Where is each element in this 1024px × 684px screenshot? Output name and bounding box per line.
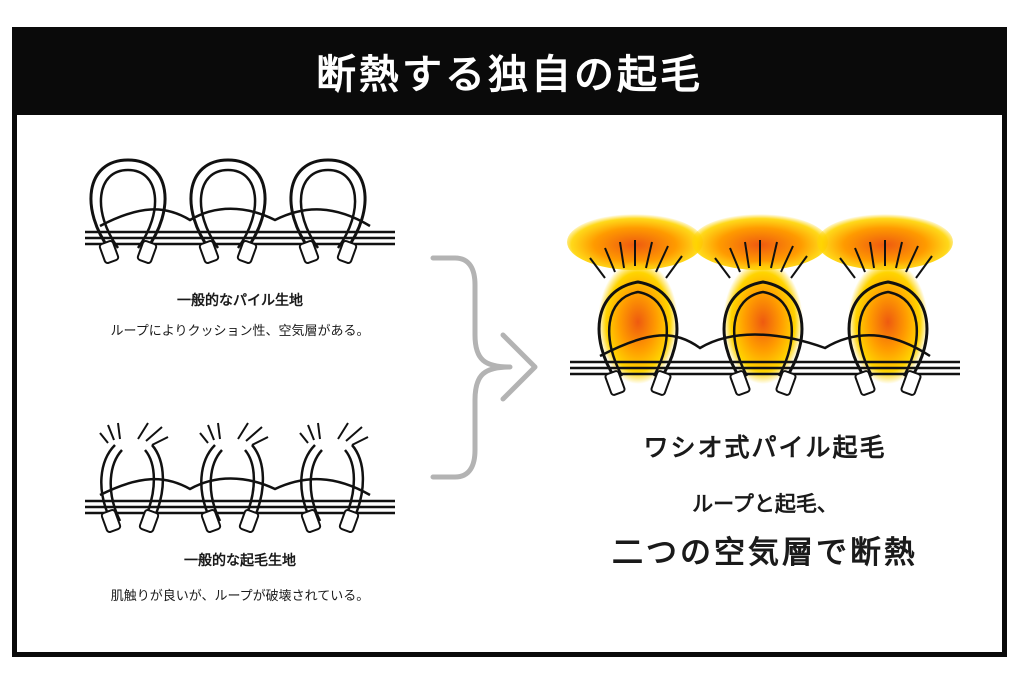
merge-arrow	[430, 255, 538, 480]
napped-fibers	[99, 422, 369, 446]
washio-loops	[597, 280, 929, 379]
washio-fabric-title: ワシオ式パイル起毛	[643, 433, 887, 462]
napped-fabric-title: 一般的な起毛生地	[184, 553, 296, 569]
merge-arrow-bracket	[430, 255, 513, 480]
title-bar: 断熱する独自の起毛	[12, 27, 1007, 115]
pile-loops	[89, 158, 367, 252]
napped-fabric-illustration	[85, 422, 395, 533]
washio-loop-ends	[604, 370, 922, 396]
napped-base-threads	[85, 477, 395, 515]
pile-base-threads	[85, 207, 395, 246]
napped-loop-ends	[100, 509, 360, 533]
pile-fabric-description: ループによりクッション性、空気層がある。	[110, 324, 370, 339]
pile-loop-ends	[98, 240, 358, 264]
washio-fabric-line1: ループと起毛、	[692, 492, 838, 516]
washio-fibers	[589, 240, 933, 279]
loop-heat-layer	[598, 260, 928, 384]
merge-arrow-head	[500, 332, 538, 402]
washio-fabric-line2: 二つの空気層で断熱	[612, 535, 918, 571]
diagram-title: 断熱する独自の起毛	[316, 52, 703, 98]
washio-base-threads	[570, 333, 960, 376]
pile-fabric-title: 一般的なパイル生地	[177, 293, 303, 309]
pile-fabric-illustration	[85, 158, 395, 264]
napped-fabric-description: 肌触りが良いが、ループが破壊されている。	[110, 589, 370, 604]
napped-broken-loops	[100, 444, 365, 524]
washio-fabric-illustration	[567, 214, 960, 396]
